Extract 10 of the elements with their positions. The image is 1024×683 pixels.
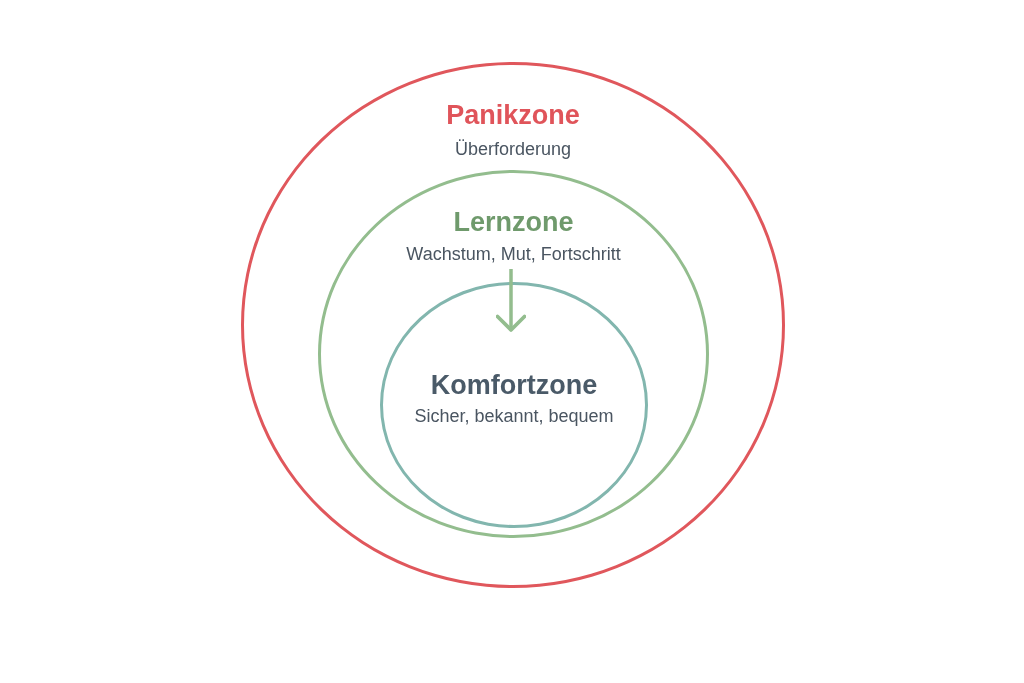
zone-description: Überforderung xyxy=(454,138,572,161)
zone-title: Panikzone xyxy=(446,99,580,132)
zone-circle xyxy=(380,282,648,528)
zone-circle xyxy=(318,170,709,538)
zone-circle xyxy=(241,62,785,588)
zone-title: Lernzone xyxy=(453,206,574,239)
arrow xyxy=(495,269,527,332)
zone-title: Komfortzone xyxy=(430,369,598,402)
zone-description: Wachstum, Mut, Fortschritt xyxy=(406,243,621,266)
zone-description: Sicher, bekannt, bequem xyxy=(414,405,614,428)
